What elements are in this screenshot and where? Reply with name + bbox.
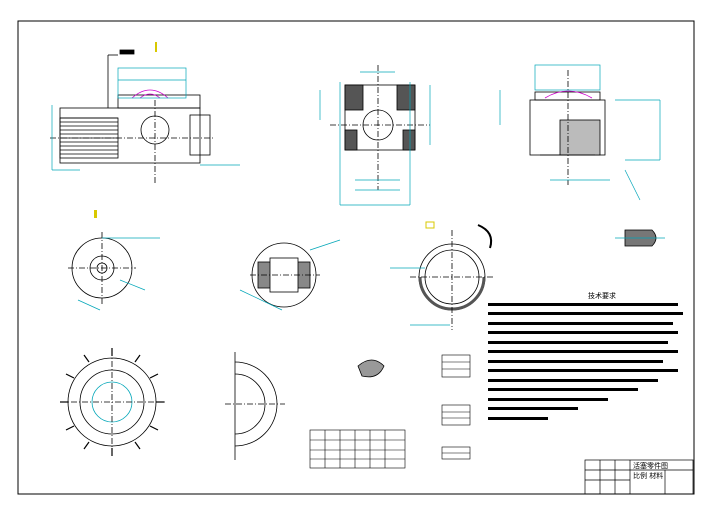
pin-boss-dims bbox=[239, 239, 341, 311]
front-view-left-dims bbox=[51, 67, 240, 171]
detail-arc bbox=[477, 224, 493, 249]
top-view-small bbox=[68, 232, 136, 304]
ring-groove-section bbox=[410, 230, 495, 330]
tech-requirements-title: 技术要求 bbox=[588, 291, 616, 300]
top-view-small-dims bbox=[77, 237, 160, 311]
section-view-center-dims bbox=[319, 71, 431, 206]
title-block-name: 活塞零件图 bbox=[633, 461, 668, 470]
section-view-center bbox=[330, 65, 430, 190]
tech-requirements-lines bbox=[488, 303, 683, 420]
view-marker-b bbox=[94, 210, 97, 218]
side-view-right-section bbox=[544, 90, 593, 99]
view-marker-a bbox=[155, 42, 157, 52]
title-block-sub: 比例 材料 bbox=[633, 471, 663, 480]
front-view-left bbox=[50, 49, 215, 185]
sheet-border bbox=[17, 20, 695, 495]
ring-detail bbox=[615, 229, 665, 247]
bottom-radial-ticks bbox=[60, 348, 164, 456]
side-view-right bbox=[529, 70, 606, 185]
small-tables bbox=[441, 354, 471, 460]
title-block bbox=[584, 459, 694, 495]
pin-boss-section bbox=[250, 242, 320, 308]
front-view-left-section bbox=[131, 89, 169, 99]
bottom-radial-view bbox=[60, 350, 165, 455]
side-view-right-dims bbox=[499, 64, 661, 201]
ring-groove-dims bbox=[390, 267, 450, 326]
parameter-table-grid bbox=[309, 429, 406, 469]
small-ring-sketch bbox=[357, 359, 385, 378]
half-radial-view bbox=[225, 352, 285, 460]
view-marker-c bbox=[425, 221, 435, 229]
